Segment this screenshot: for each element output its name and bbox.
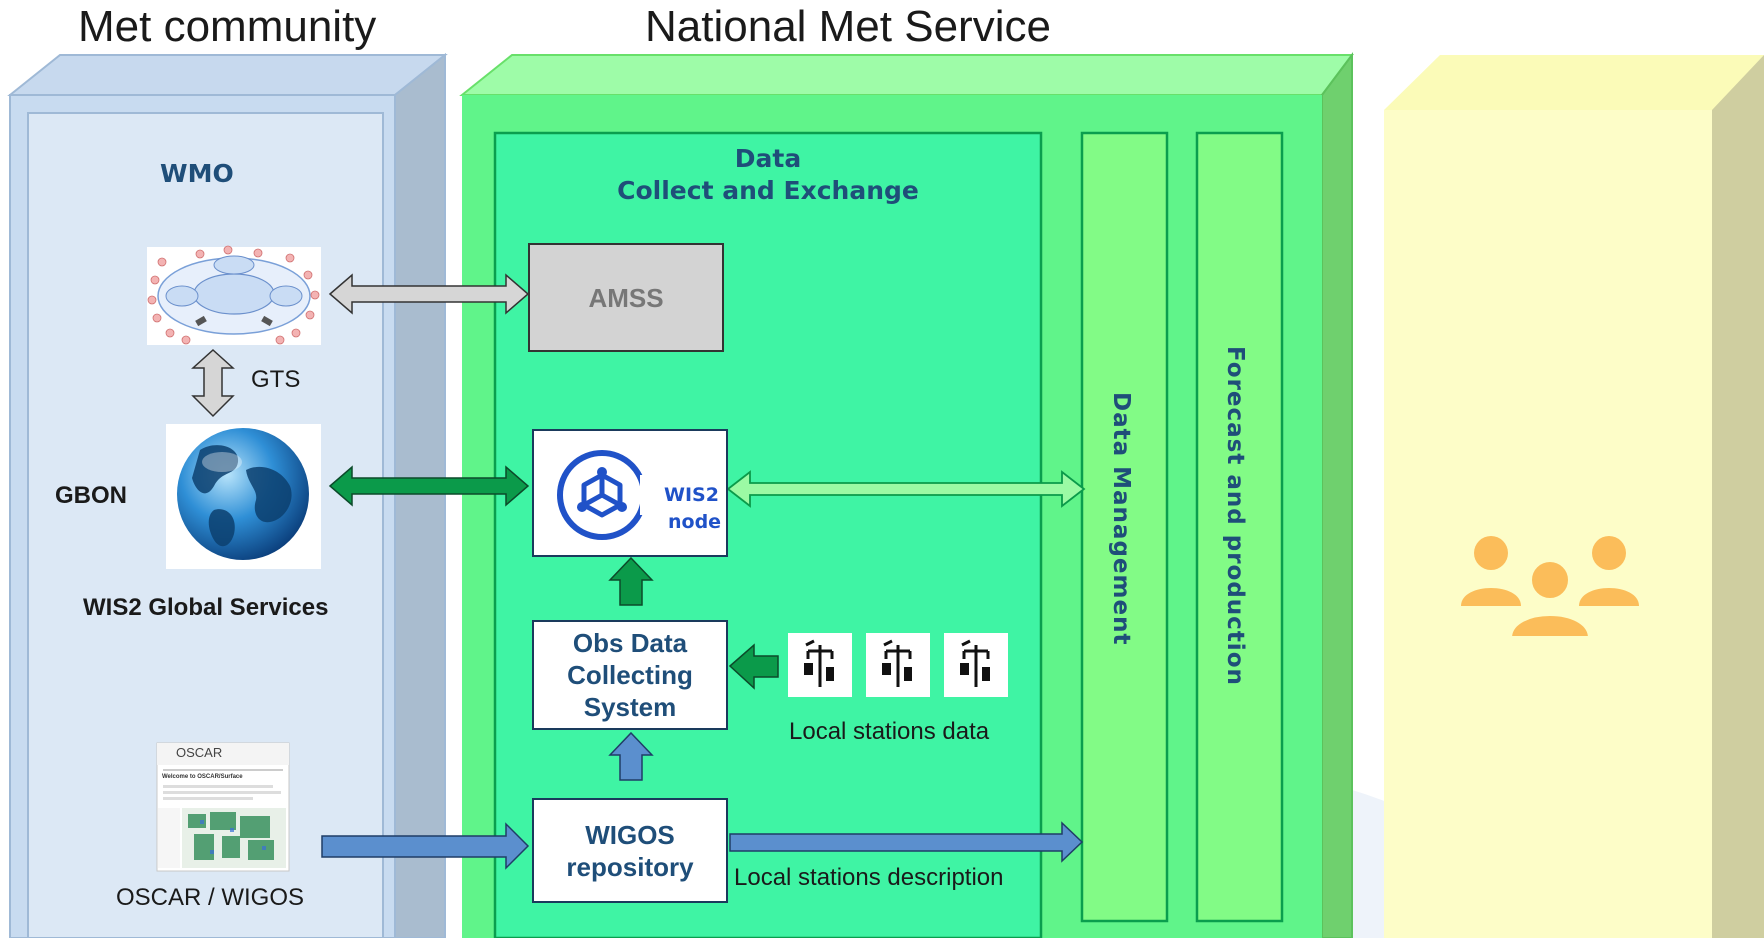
national-met-service-header: National Met Service <box>645 2 1051 51</box>
wigos-line1: WIGOS <box>585 819 675 850</box>
forecast-column <box>1195 131 1284 923</box>
gts-label: GTS <box>251 366 301 393</box>
data-title-line2: Collect and Exchange <box>617 176 919 205</box>
gts-vertical-arrow <box>191 348 235 418</box>
data-management-label: Data Management <box>1108 392 1134 646</box>
obs-line2: Collecting <box>567 660 693 690</box>
local-stations-description-label: Local stations description <box>734 864 1004 891</box>
wis2-node-line2: node <box>668 511 722 533</box>
wigos-repository-box: WIGOS repository <box>532 798 728 903</box>
gbon-label: GBON <box>55 482 127 509</box>
globe-icon <box>166 424 321 569</box>
wis2-node-box: WIS2 node <box>532 429 728 557</box>
obs-to-wis2-arrow <box>608 556 654 606</box>
wigos-line2: repository <box>566 851 694 882</box>
forecast-production-label: Forecast and production <box>1222 346 1248 686</box>
globe-wis2-arrow <box>328 465 530 507</box>
oscar-to-wigos-arrow <box>321 822 530 870</box>
obs-line3: System <box>583 692 677 722</box>
wigos-to-datamgmt-arrow <box>729 821 1084 863</box>
wmo-box <box>7 52 448 938</box>
users-box <box>1384 55 1764 938</box>
obs-data-collecting-box: Obs Data Collecting System <box>532 620 728 730</box>
data-title-line1: Data <box>734 144 802 173</box>
weather-station-icon <box>788 633 852 697</box>
users-group-icon <box>1461 536 1639 640</box>
oscar-screenshot <box>156 742 290 872</box>
oscar-thumb-heading: Welcome to OSCAR/Surface <box>162 774 243 780</box>
wmo-label: WMO <box>160 159 234 188</box>
wis2-node-line1: WIS2 <box>664 484 719 506</box>
wigos-to-obs-arrow <box>608 731 654 781</box>
gts-network-icon <box>147 245 321 345</box>
wis2-logo-icon <box>557 450 648 540</box>
weather-station-icon <box>866 633 930 697</box>
amss-label: AMSS <box>588 282 664 313</box>
local-stations-data-label: Local stations data <box>789 718 990 745</box>
oscar-thumb-title: OSCAR <box>176 745 223 760</box>
stations-to-obs-arrow <box>728 643 779 690</box>
wis2-global-services-label: WIS2 Global Services <box>83 594 329 621</box>
weather-station-icon <box>944 633 1008 697</box>
oscar-wigos-label: OSCAR / WIGOS <box>116 884 305 911</box>
wis2-datamgmt-arrow <box>726 470 1086 508</box>
amss-box: AMSS <box>528 243 724 352</box>
met-community-header: Met community <box>78 2 377 51</box>
data-management-column <box>1080 131 1169 923</box>
obs-line1: Obs Data <box>572 628 688 658</box>
